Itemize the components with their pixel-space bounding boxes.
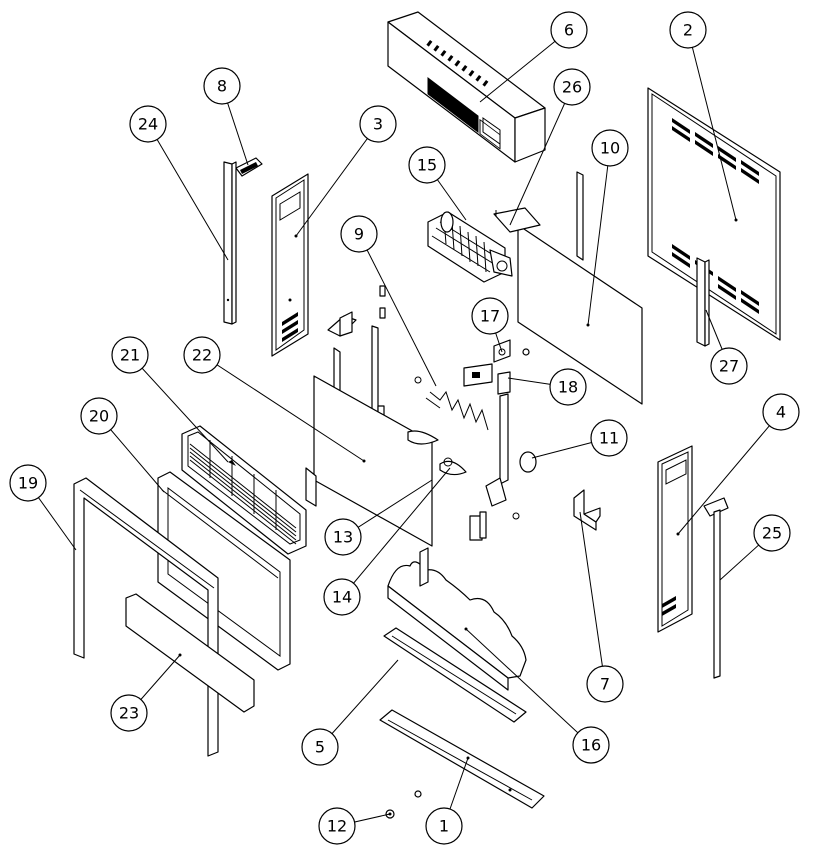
callout-18: 18: [549, 368, 587, 406]
callout-3-label: 3: [373, 115, 383, 134]
callout-21-label: 21: [120, 346, 140, 365]
callout-16-label: 16: [581, 736, 601, 755]
callout-8-label: 8: [217, 77, 227, 96]
callout-6: 6: [550, 11, 588, 49]
callout-5-label: 5: [315, 738, 325, 757]
callout-18-label: 18: [558, 378, 578, 397]
callout-7: 7: [586, 665, 624, 703]
part-25-strip: [703, 497, 729, 679]
callout-10-label: 10: [600, 139, 620, 158]
callout-25-label: 25: [762, 524, 782, 543]
callout-19-label: 19: [18, 474, 38, 493]
callout-4-label: 4: [776, 403, 786, 422]
part-16-log-set: [387, 547, 527, 691]
callout-1: 1: [425, 807, 463, 845]
callout-1-label: 1: [439, 817, 449, 836]
callout-12: 12: [318, 807, 356, 845]
callout-22: 22: [183, 336, 221, 374]
callout-3: 3: [359, 105, 397, 143]
callout-14-label: 14: [332, 588, 352, 607]
part-13-14-flame-parts: [407, 430, 467, 476]
callout-13: 13: [324, 518, 362, 556]
callout-23-label: 23: [119, 704, 139, 723]
callout-17-label: 17: [480, 307, 500, 326]
callout-11-label: 11: [599, 429, 619, 448]
callout-6-label: 6: [564, 21, 574, 40]
callout-15: 15: [408, 146, 446, 184]
callout-20: 20: [80, 397, 118, 435]
callout-27: 27: [710, 347, 748, 385]
callout-2: 2: [669, 11, 707, 49]
callout-8: 8: [203, 67, 241, 105]
part-24-strip: [223, 161, 237, 325]
callout-21: 21: [111, 336, 149, 374]
part-5-ember-tray: [383, 627, 527, 723]
callout-25: 25: [753, 514, 791, 552]
callout-16: 16: [572, 726, 610, 764]
callout-9: 9: [340, 215, 378, 253]
part-1-base-tray: [379, 709, 545, 809]
part-21-louver-grille: [181, 425, 307, 555]
part-8-clip: [235, 157, 263, 177]
callout-13-label: 13: [333, 528, 353, 547]
part-3-side-panel: [271, 173, 309, 357]
callout-20-label: 20: [89, 407, 109, 426]
callout-9-label: 9: [354, 225, 364, 244]
callout-17: 17: [471, 297, 509, 335]
callout-24-label: 24: [138, 115, 158, 134]
callout-23: 23: [110, 694, 148, 732]
part-27-bracket: [696, 257, 710, 347]
part-2-rear-panel: [647, 87, 781, 341]
callout-10: 10: [591, 129, 629, 167]
callout-26-label: 26: [562, 78, 582, 97]
callout-24: 24: [129, 105, 167, 143]
part-10-back-panel: [517, 171, 643, 405]
callout-27-label: 27: [719, 357, 739, 376]
part-15-fan-motor: [427, 211, 513, 283]
callout-12-label: 12: [327, 817, 347, 836]
part-22-glass-panel: [305, 375, 433, 547]
callout-4: 4: [762, 393, 800, 431]
part-23-trim: [125, 593, 255, 713]
part-26-bracket: [493, 207, 541, 233]
callout-19: 19: [9, 464, 47, 502]
callout-2-label: 2: [683, 21, 693, 40]
callout-14: 14: [323, 578, 361, 616]
part-7-bracket: [573, 489, 601, 531]
callout-15-label: 15: [417, 156, 437, 175]
callout-26: 26: [553, 68, 591, 106]
callout-22-label: 22: [192, 346, 212, 365]
callout-11: 11: [590, 419, 628, 457]
part-6-top-housing: [387, 11, 546, 163]
callout-7-label: 7: [600, 675, 610, 694]
part-4-side-panel: [657, 445, 693, 633]
callout-5: 5: [301, 728, 339, 766]
